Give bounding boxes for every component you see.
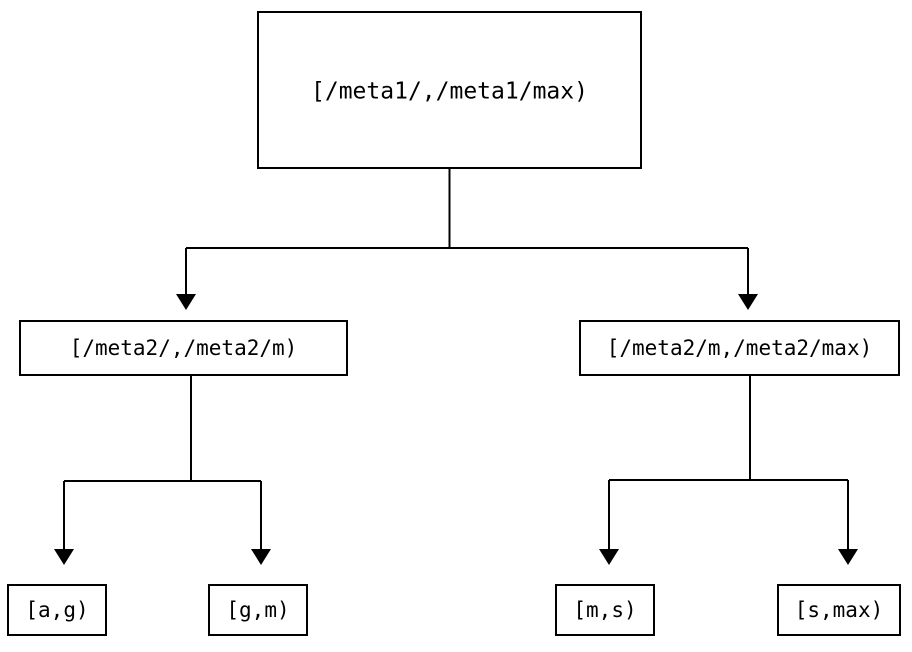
node-mid-left-box bbox=[18, 319, 349, 377]
node-root-label: [/meta1/,/meta1/max) bbox=[311, 79, 588, 105]
node-leaf-1-label: [a,g) bbox=[25, 598, 88, 622]
node-mid-right-label: [/meta2/m,/meta2/max) bbox=[607, 336, 873, 360]
node-mid-left-label: [/meta2/,/meta2/m) bbox=[70, 336, 298, 360]
arrowhead-to-leaf-4 bbox=[838, 549, 858, 565]
node-leaf-1[interactable]: [a,g) bbox=[6, 583, 108, 637]
node-leaf-2[interactable]: [g,m) bbox=[207, 583, 309, 637]
arrowhead-to-mid-left bbox=[176, 294, 196, 310]
arrowhead-to-leaf-1 bbox=[54, 549, 74, 565]
arrowhead-to-mid-right bbox=[738, 294, 758, 310]
arrowhead-to-leaf-2 bbox=[251, 549, 271, 565]
node-leaf-2-box bbox=[207, 583, 309, 637]
edge-group-midright-to-leaves bbox=[599, 375, 858, 565]
node-root[interactable]: [/meta1/,/meta1/max) bbox=[256, 10, 643, 170]
node-mid-right-box bbox=[578, 319, 901, 377]
arrowhead-to-leaf-3 bbox=[599, 549, 619, 565]
node-leaf-1-box bbox=[6, 583, 108, 637]
edge-group-root-to-level2 bbox=[176, 168, 758, 310]
edge-group-midleft-to-leaves bbox=[54, 375, 271, 565]
node-leaf-4[interactable]: [s,max) bbox=[776, 583, 902, 637]
node-leaf-3[interactable]: [m,s) bbox=[554, 583, 656, 637]
node-mid-right[interactable]: [/meta2/m,/meta2/max) bbox=[578, 319, 901, 377]
node-leaf-3-box bbox=[554, 583, 656, 637]
node-root-box bbox=[256, 10, 643, 170]
node-leaf-2-label: [g,m) bbox=[226, 598, 289, 622]
node-leaf-3-label: [m,s) bbox=[573, 598, 636, 622]
node-leaf-4-label: [s,max) bbox=[795, 598, 884, 622]
node-leaf-4-box bbox=[776, 583, 902, 637]
node-mid-left[interactable]: [/meta2/,/meta2/m) bbox=[18, 319, 349, 377]
